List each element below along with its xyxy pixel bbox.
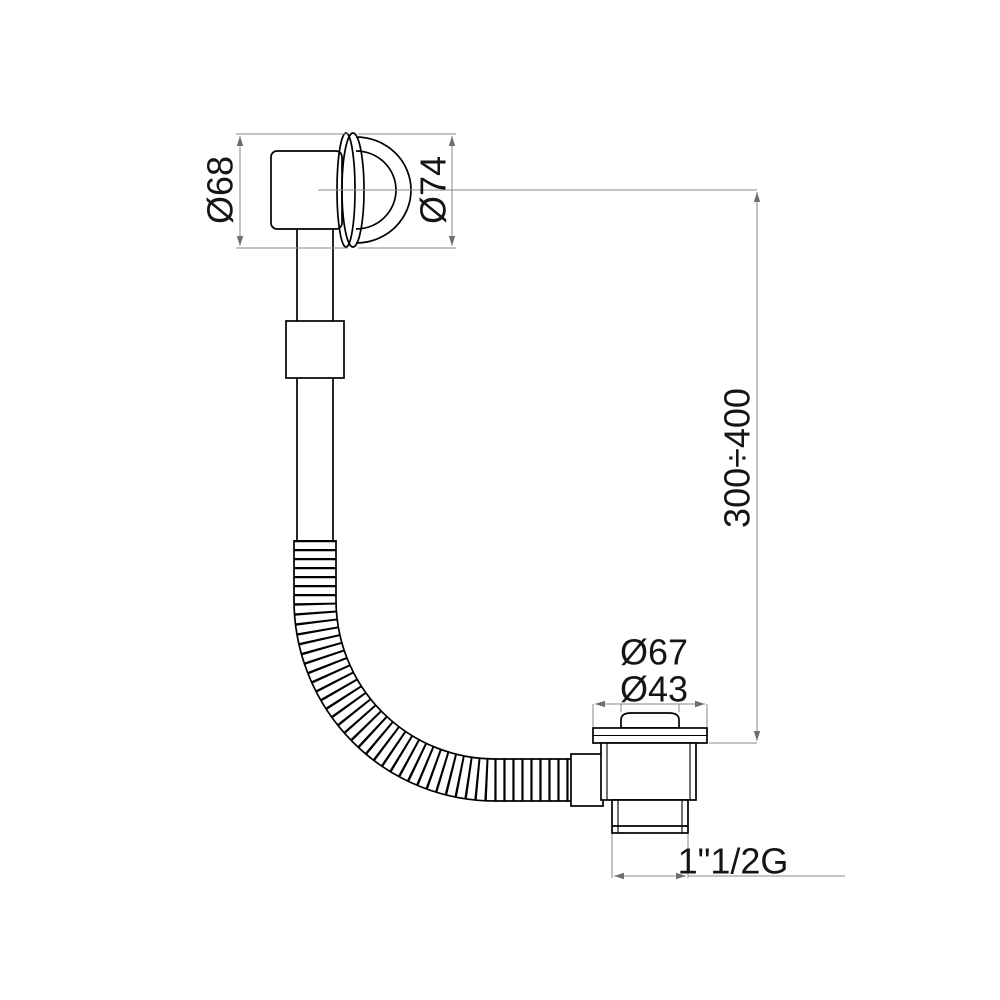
overflow-body-dia-label: Ø68 <box>200 156 241 224</box>
waste-flange-dia-label: Ø67 <box>620 632 688 673</box>
drain-cap <box>620 712 680 729</box>
hose-length-label: 300÷400 <box>717 388 758 528</box>
hose-outer-edge <box>293 540 575 802</box>
pipe-coupling <box>285 320 345 379</box>
dimension-lines <box>236 133 845 880</box>
overflow-cap-dia-label: Ø74 <box>413 156 454 224</box>
waste-cap-dia-label: Ø43 <box>620 669 688 710</box>
overflow-pipe <box>285 229 345 541</box>
drain-waste <box>592 712 708 834</box>
hose-connector-sleeve <box>570 753 604 807</box>
dimension-labels: Ø68 Ø74 300÷400 Ø67 Ø43 1"1/2G <box>200 156 789 882</box>
outlet-thread-label: 1"1/2G <box>678 841 789 882</box>
drain-outlet <box>611 799 689 834</box>
flexible-hose <box>293 540 575 802</box>
hose-inner-edge <box>335 540 575 760</box>
drain-body <box>600 742 697 801</box>
